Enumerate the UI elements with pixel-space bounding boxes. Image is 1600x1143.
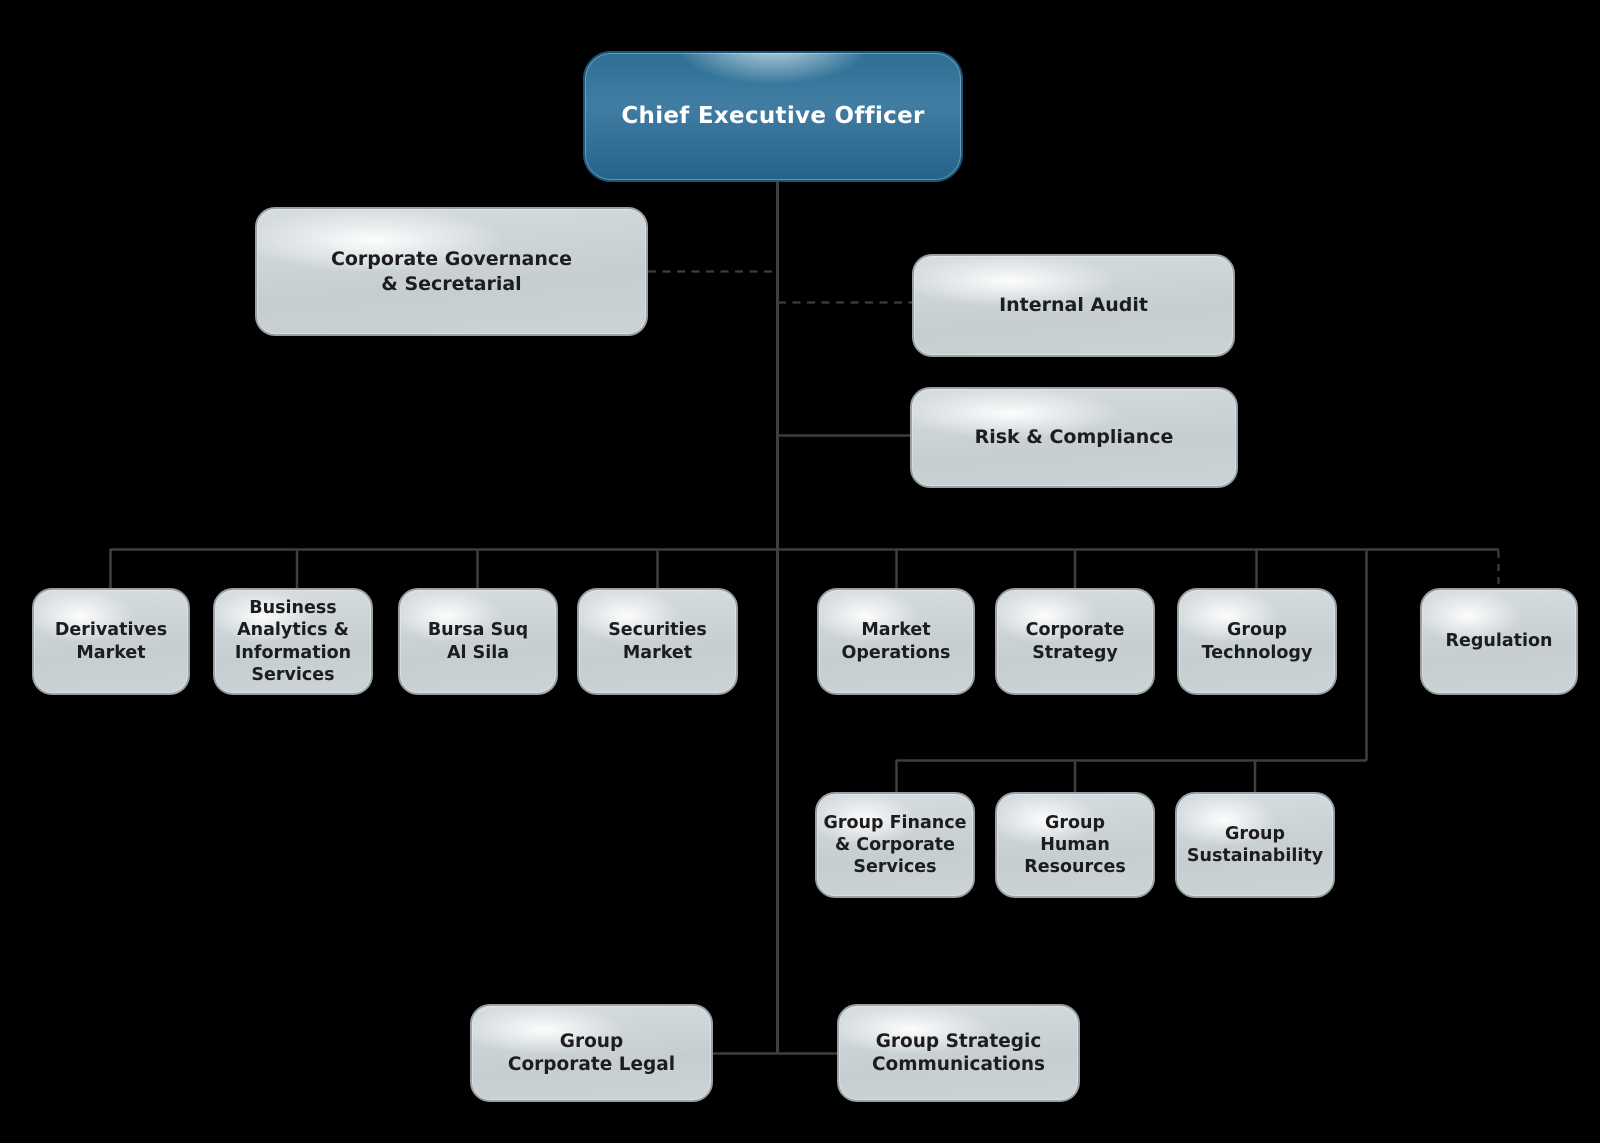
node-label: Chief Executive Officer (621, 102, 925, 129)
node-label: Securities Market (608, 620, 707, 663)
node-bursa-suq-al-sila: Bursa Suq Al Sila (398, 588, 558, 695)
node-internal-audit: Internal Audit (912, 254, 1235, 357)
node-securities-market: Securities Market (577, 588, 738, 695)
node-label: Group Sustainability (1186, 823, 1324, 866)
node-label: Group Human Resources (1024, 812, 1126, 878)
node-group-sustainability: Group Sustainability (1175, 792, 1335, 898)
node-risk-compliance: Risk & Compliance (910, 387, 1238, 488)
node-group-strategic-communications: Group Strategic Communications (837, 1004, 1080, 1102)
node-label: Corporate Governance & Secretarial (330, 248, 573, 295)
node-label: Regulation (1445, 631, 1553, 652)
node-label: Risk & Compliance (974, 426, 1174, 449)
node-label: Corporate Strategy (1025, 620, 1125, 663)
node-group-corporate-legal: Group Corporate Legal (470, 1004, 713, 1102)
node-label: Internal Audit (999, 294, 1148, 317)
node-label: Group Technology (1201, 620, 1313, 663)
node-corporate-governance-secretarial: Corporate Governance & Secretarial (255, 207, 648, 336)
node-chief-executive-officer: Chief Executive Officer (583, 51, 963, 182)
node-corporate-strategy: Corporate Strategy (995, 588, 1155, 695)
node-business-analytics-information-services: Business Analytics & Information Service… (213, 588, 373, 695)
node-regulation: Regulation (1420, 588, 1578, 695)
node-group-finance-corporate-services: Group Finance & Corporate Services (815, 792, 975, 898)
node-label: Group Finance & Corporate Services (823, 812, 967, 878)
node-label: Business Analytics & Information Service… (234, 598, 352, 685)
node-label: Bursa Suq Al Sila (427, 620, 529, 663)
node-label: Market Operations (841, 620, 951, 663)
node-group-technology: Group Technology (1177, 588, 1337, 695)
node-derivatives-market: Derivatives Market (32, 588, 190, 695)
node-label: Group Corporate Legal (507, 1030, 676, 1075)
node-label: Derivatives Market (54, 620, 168, 663)
node-group-human-resources: Group Human Resources (995, 792, 1155, 898)
node-label: Group Strategic Communications (871, 1030, 1046, 1075)
node-market-operations: Market Operations (817, 588, 975, 695)
